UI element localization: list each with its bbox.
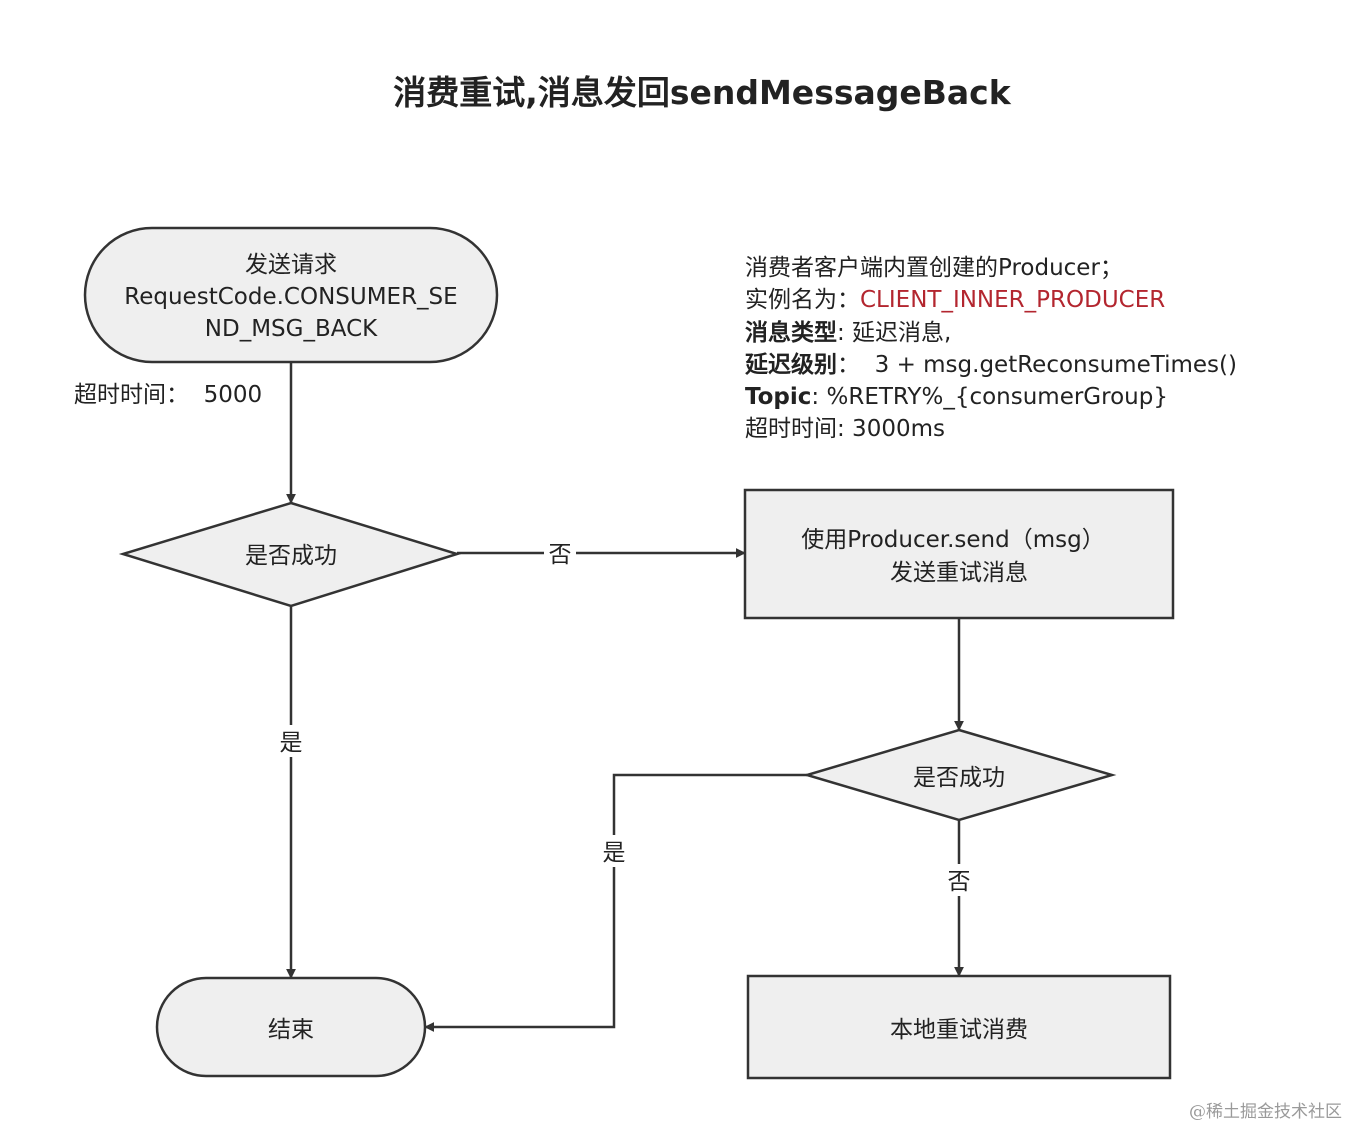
decision-is-success-2-label: 是否成功: [913, 765, 1005, 791]
edge-label-yes-2: 是: [603, 840, 626, 866]
edge-label-no-2: 否: [948, 869, 971, 895]
node-end-label: 结束: [268, 1017, 314, 1043]
annotation-line-delay: 延迟级别： 3 + msg.getReconsumeTimes(): [745, 349, 1237, 381]
node-send-request-line3: ND_MSG_BACK: [205, 316, 378, 342]
watermark: @稀土掘金技术社区: [1189, 1102, 1342, 1122]
decision-is-success-2: 是否成功: [802, 728, 1117, 822]
node-end: 结束: [155, 976, 427, 1078]
process-producer-send-line2: 发送重试消息: [890, 560, 1028, 586]
edge-check2-to-end-yes: [424, 773, 807, 1032]
decision-is-success-1-label: 是否成功: [245, 543, 337, 569]
process-local-retry: 本地重试消费: [746, 974, 1172, 1080]
annotation-topic-key: Topic: [745, 384, 812, 411]
edge-label-no-1: 否: [549, 542, 572, 568]
annotation-delay-value: ： 3 + msg.getReconsumeTimes(): [837, 351, 1237, 378]
annotation-instance-key: 实例名为：: [745, 287, 860, 314]
diagram-title: 消费重试,消息发回sendMessageBack: [393, 73, 1011, 112]
annotation-msgtype-key: 消息类型: [745, 319, 837, 346]
process-producer-send-line1: 使用Producer.send（msg）: [801, 527, 1104, 553]
annotation-line-producer: 消费者客户端内置创建的Producer；: [745, 255, 1123, 281]
annotation-line-instance: 实例名为：CLIENT_INNER_PRODUCER: [745, 284, 1237, 316]
node-send-request-line2: RequestCode.CONSUMER_SE: [124, 284, 457, 310]
timeout-note: 超时时间： 5000: [74, 382, 262, 408]
annotation-line-timeout: 超时时间: 3000ms: [745, 416, 945, 443]
annotation-line-topic: Topic: %RETRY%_{consumerGroup}: [745, 381, 1237, 413]
annotation-topic-value: : %RETRY%_{consumerGroup}: [811, 384, 1168, 411]
decision-is-success-1: 是否成功: [118, 501, 462, 608]
annotation-instance-value: CLIENT_INNER_PRODUCER: [860, 287, 1166, 314]
producer-annotation: 消费者客户端内置创建的Producer； 实例名为：CLIENT_INNER_P…: [745, 252, 1237, 446]
process-local-retry-label: 本地重试消费: [890, 1017, 1028, 1043]
annotation-msgtype-value: : 延迟消息,: [837, 319, 952, 346]
process-producer-send: 使用Producer.send（msg） 发送重试消息: [743, 488, 1175, 620]
edge-label-yes-1: 是: [280, 730, 303, 756]
annotation-line-msgtype: 消息类型: 延迟消息,: [745, 317, 1237, 349]
annotation-delay-key: 延迟级别: [745, 351, 837, 378]
node-send-request-line1: 发送请求: [245, 252, 337, 278]
node-send-request: 发送请求 RequestCode.CONSUMER_SE ND_MSG_BACK: [83, 226, 499, 364]
